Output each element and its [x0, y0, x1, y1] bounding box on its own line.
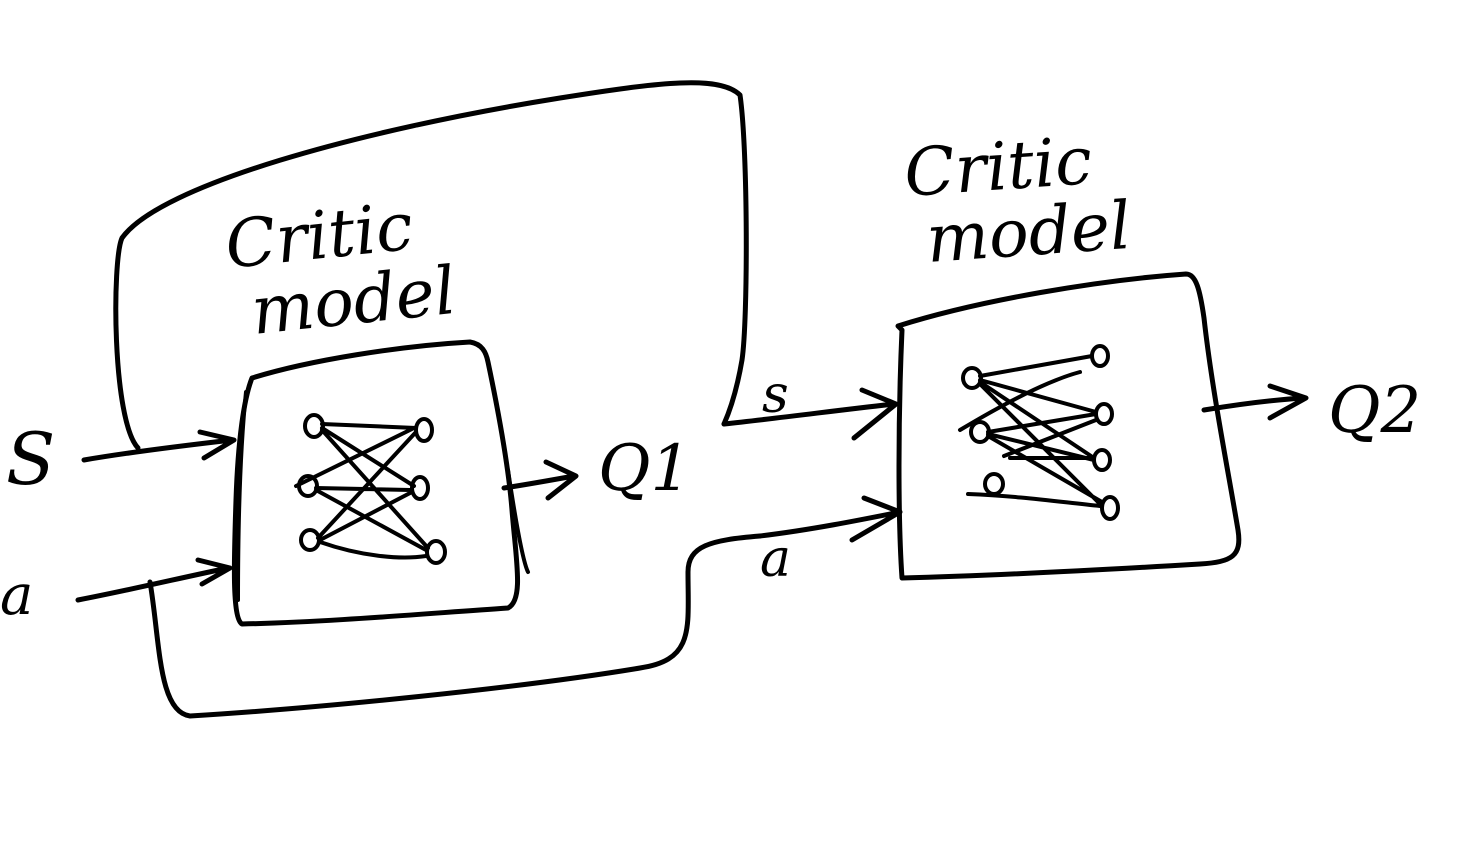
network-node	[299, 528, 321, 552]
action-wire-label: a	[760, 529, 791, 589]
network-node	[961, 366, 983, 390]
network-node	[1094, 402, 1114, 426]
state-input-label: S	[6, 417, 55, 501]
critic-model-1-edge	[506, 468, 530, 574]
critic-model-2-subtitle: model	[924, 187, 1134, 278]
network-node	[1090, 344, 1110, 368]
network-node	[410, 475, 430, 501]
q1-output-arrow	[501, 459, 579, 501]
neural-network-icon-2	[958, 344, 1120, 521]
q2-label: Q2	[1328, 374, 1421, 448]
network-node	[425, 539, 447, 565]
critic-model-2-box	[895, 271, 1242, 581]
q2-output-arrow	[1201, 383, 1309, 421]
critic-model-1-box	[231, 339, 521, 627]
neural-network-icon	[294, 413, 447, 565]
critic-model-2: Critic model	[895, 122, 1242, 581]
network-node	[983, 472, 1005, 496]
critic-model-1-edge	[236, 390, 248, 602]
network-node	[1092, 448, 1112, 472]
action-input-label: a	[0, 563, 33, 628]
critic-model-2-title: Critic	[902, 122, 1095, 212]
state-input-arrow-2	[721, 387, 899, 441]
network-node	[414, 417, 434, 443]
critic-model-1: Critic model	[222, 188, 530, 627]
network-node	[1100, 495, 1120, 521]
network-node	[303, 413, 325, 439]
network-connections	[294, 422, 430, 560]
action-input-arrow	[75, 557, 233, 603]
action-routing-wire	[147, 533, 763, 719]
state-routing-wire	[113, 80, 749, 451]
q1-label: Q1	[598, 432, 691, 506]
state-input-arrow	[81, 429, 237, 463]
state-wire-label: s	[762, 365, 789, 425]
network-connections-2	[958, 354, 1104, 508]
